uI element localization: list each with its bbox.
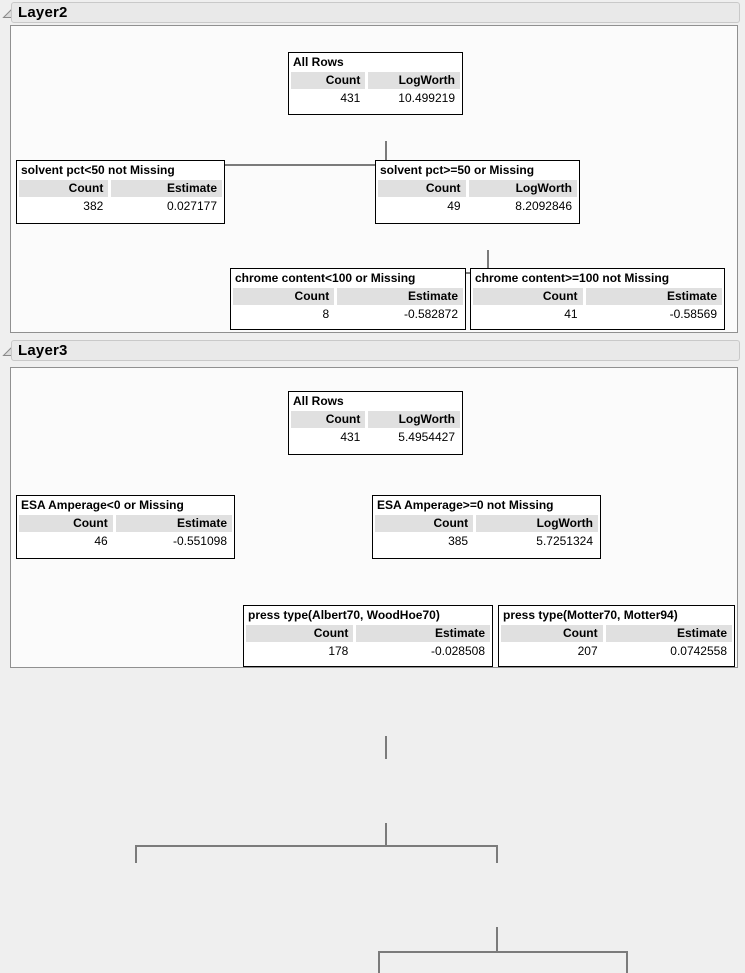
node-title: press type(Albert70, WoodHoe70) [248,608,440,622]
col-header-estimate: Estimate [111,180,222,197]
node-press-type-albert70-woodhoe70[interactable]: press type(Albert70, WoodHoe70) Count Es… [243,605,493,667]
count-value: 178 [328,644,349,658]
node-chrome-content-lt-100[interactable]: chrome content<100 or Missing Count Esti… [230,268,466,330]
logworth-value: 5.7251324 [536,534,593,548]
tree-connector [378,951,627,953]
col-header-estimate: Estimate [115,515,232,532]
col-header-count: Count [501,625,603,642]
count-value: 49 [447,199,461,213]
node-title: All Rows [293,55,344,69]
estimate-value: 0.0742558 [670,644,727,658]
tree-connector [385,736,387,759]
col-header-estimate: Estimate [605,625,732,642]
logworth-value: 10.499219 [398,91,455,105]
layer2-title: Layer2 [18,4,68,21]
count-value: 46 [94,534,108,548]
col-header-count: Count [233,288,335,305]
col-header-logworth: LogWorth [468,180,577,197]
estimate-value: -0.582872 [403,307,458,321]
node-title: ESA Amperage<0 or Missing [21,498,184,512]
outline-header-layer3[interactable]: Layer3 [11,340,740,361]
count-value: 8 [322,307,330,321]
col-header-logworth: LogWorth [476,515,598,532]
tree-connector [131,164,489,166]
logworth-value: 8.2092846 [515,199,572,213]
col-header-estimate: Estimate [585,288,722,305]
node-chrome-content-ge-100[interactable]: chrome content>=100 not Missing Count Es… [470,268,725,330]
estimate-value: -0.58569 [669,307,717,321]
tree-connector [626,951,628,973]
node-title: All Rows [293,394,344,408]
col-header-logworth: LogWorth [368,411,460,428]
col-header-count: Count [19,180,109,197]
count-value: 431 [340,91,361,105]
tree-connector [135,845,498,847]
count-value: 385 [448,534,469,548]
col-header-count: Count [378,180,466,197]
node-title: solvent pct<50 not Missing [21,163,175,177]
node-solvent-pct-lt-50[interactable]: solvent pct<50 not Missing Count Estimat… [16,160,225,224]
tree-connector [385,141,387,164]
layer3-title: Layer3 [18,342,68,359]
tree-connector [385,823,387,845]
col-header-logworth: LogWorth [368,72,460,89]
node-title: solvent pct>=50 or Missing [380,163,535,177]
node-title: ESA Amperage>=0 not Missing [377,498,554,512]
node-all-rows-layer3[interactable]: All Rows Count LogWorth 431 5.4954427 [288,391,463,455]
col-header-count: Count [291,72,366,89]
count-value: 41 [564,307,578,321]
node-title: press type(Motter70, Motter94) [503,608,678,622]
col-header-estimate: Estimate [337,288,463,305]
count-value: 431 [340,430,361,444]
logworth-value: 5.4954427 [398,430,455,444]
tree-connector [135,845,137,863]
tree-connector [378,951,380,973]
col-header-estimate: Estimate [356,625,490,642]
node-all-rows-layer2[interactable]: All Rows Count LogWorth 431 10.499219 [288,52,463,115]
col-header-count: Count [19,515,113,532]
col-header-count: Count [246,625,354,642]
node-esa-amperage-lt-0[interactable]: ESA Amperage<0 or Missing Count Estimate… [16,495,235,559]
tree-connector [496,845,498,863]
tree-connector [496,927,498,951]
tree-connector [487,250,489,272]
node-esa-amperage-ge-0[interactable]: ESA Amperage>=0 not Missing Count LogWor… [372,495,601,559]
node-title: chrome content<100 or Missing [235,271,416,285]
estimate-value: 0.027177 [166,199,217,213]
count-value: 207 [577,644,598,658]
node-solvent-pct-ge-50[interactable]: solvent pct>=50 or Missing Count LogWort… [375,160,580,224]
estimate-value: -0.028508 [430,644,485,658]
node-press-type-motter70-motter94[interactable]: press type(Motter70, Motter94) Count Est… [498,605,735,667]
col-header-count: Count [375,515,474,532]
node-title: chrome content>=100 not Missing [475,271,670,285]
estimate-value: -0.551098 [172,534,227,548]
count-value: 382 [83,199,104,213]
col-header-count: Count [291,411,366,428]
col-header-count: Count [473,288,583,305]
outline-header-layer2[interactable]: Layer2 [11,2,740,23]
